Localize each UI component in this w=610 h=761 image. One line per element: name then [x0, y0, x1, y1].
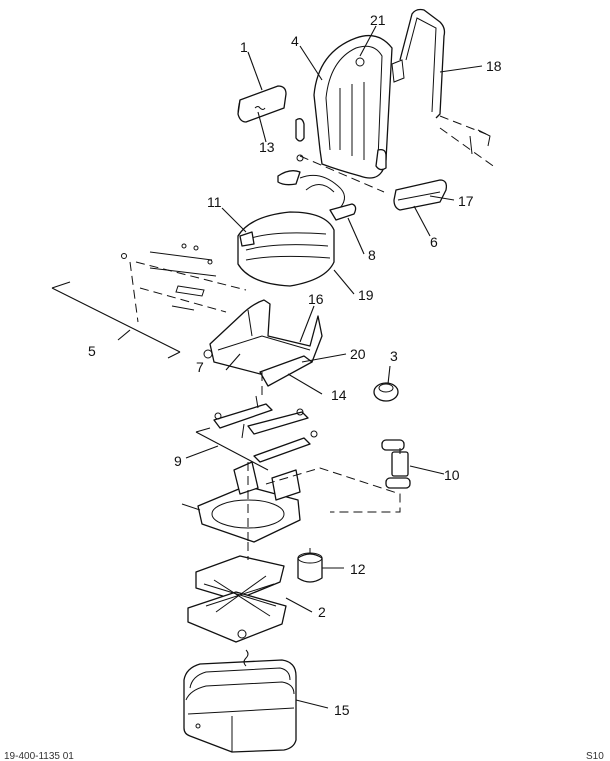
backrest [313, 34, 393, 179]
mounting-plate [181, 461, 401, 548]
callout-18: 18 [486, 58, 502, 74]
adjust-knob [373, 382, 399, 402]
callout-20: 20 [350, 346, 366, 362]
callout-10: 10 [444, 467, 460, 483]
callout-13: 13 [259, 139, 275, 155]
callout-6: 6 [430, 234, 438, 250]
callout-labels: 1 2 3 4 5 6 7 8 9 10 11 12 13 14 15 16 1… [88, 12, 502, 718]
callout-14: 14 [331, 387, 347, 403]
grab-handle [391, 8, 497, 169]
callout-2: 2 [318, 604, 326, 620]
slide-rails [213, 372, 318, 463]
leader-lines [51, 25, 483, 709]
callout-19: 19 [358, 287, 374, 303]
callout-17: 17 [458, 193, 474, 209]
cushion-adjusters [277, 170, 357, 221]
callout-1: 1 [240, 39, 248, 55]
armrest-left [237, 85, 287, 123]
scissor-suspension [187, 542, 287, 643]
callout-5: 5 [88, 343, 96, 359]
callout-15: 15 [334, 702, 350, 718]
callout-11: 11 [207, 194, 222, 210]
callout-12: 12 [350, 561, 366, 577]
seat-cushion [237, 211, 335, 287]
armrest-right [393, 179, 448, 211]
shock-absorber [381, 439, 411, 489]
bellows-cover [183, 649, 297, 753]
slide-hardware [121, 243, 247, 323]
seat-frame [203, 299, 323, 387]
air-spring [297, 548, 323, 583]
backrest-brackets [295, 118, 387, 193]
callout-21: 21 [370, 12, 386, 28]
sheet-code: S10 [586, 751, 604, 761]
callout-3: 3 [390, 348, 398, 364]
callout-8: 8 [368, 247, 376, 263]
callout-9: 9 [174, 453, 182, 469]
callout-4: 4 [291, 33, 299, 49]
callout-7: 7 [196, 359, 204, 375]
callout-16: 16 [308, 291, 324, 307]
drawing-number: 19-400-1135 01 [4, 751, 74, 761]
